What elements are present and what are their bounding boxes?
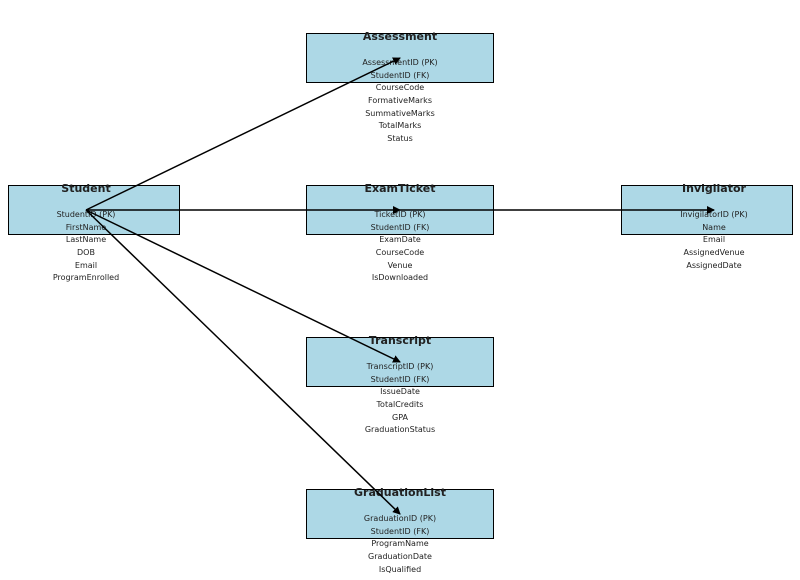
entity-fields-transcript: TranscriptID (PK) StudentID (FK) IssueDate…: [280, 361, 520, 437]
entity-field: FirstName: [65, 222, 107, 232]
entity-field: Email: [702, 235, 726, 245]
entity-field: TranscriptID (PK): [366, 362, 434, 371]
entity-field: GraduationID (PK): [363, 514, 437, 523]
entity-field: GraduationDate: [368, 552, 432, 562]
entity-field: IsDownloaded: [371, 273, 429, 283]
entity-title-transcript: Transcript: [368, 334, 432, 347]
entity-field: ProgramEnrolled: [52, 273, 120, 283]
entity-field: GraduationStatus: [364, 425, 436, 435]
entity-field: IssueDate: [380, 387, 420, 397]
entity-field: TicketID (PK): [374, 210, 426, 219]
entity-field: Venue: [387, 260, 413, 270]
entity-field: StudentID (FK): [370, 374, 430, 384]
entity-field: DOB: [77, 248, 95, 258]
entity-fields-assessment: AssessmentID (PK) StudentID (FK) CourseCod…: [280, 57, 520, 146]
entity-title-assessment: Assessment: [362, 30, 438, 43]
entity-field: IsQualified: [378, 564, 422, 574]
entity-field: CourseCode: [375, 83, 425, 93]
entity-field: ExamDate: [379, 235, 421, 245]
entity-title-examticket: ExamTicket: [364, 182, 436, 195]
entity-title-student: Student: [61, 182, 111, 195]
entity-title-invigilator: Invigilator: [682, 182, 746, 195]
entity-field: SummativeMarks: [365, 108, 435, 118]
entity-title-graduationlist: GraduationList: [353, 486, 446, 499]
entity-field: LastName: [65, 235, 107, 245]
entity-field: StudentID (FK): [370, 526, 430, 536]
entity-fields-graduationlist: GraduationID (PK) StudentID (FK) ProgramNa…: [280, 513, 520, 576]
entity-field: AssignedDate: [686, 260, 742, 270]
entity-field: Status: [387, 134, 413, 144]
entity-field: Name: [702, 222, 726, 232]
entity-field: AssignedVenue: [683, 248, 745, 258]
entity-field: CourseCode: [375, 248, 425, 258]
entity-field: StudentID (FK): [370, 70, 430, 80]
entity-field: FormativeMarks: [368, 96, 432, 106]
entity-field: ProgramName: [371, 539, 429, 549]
entity-field: StudentID (PK): [56, 210, 116, 219]
entity-field: GPA: [392, 412, 408, 422]
entity-field: TotalMarks: [378, 121, 422, 131]
entity-field: AssessmentID (PK): [362, 58, 438, 67]
entity-field: Email: [74, 260, 98, 270]
entity-field: StudentID (FK): [370, 222, 430, 232]
entity-field: InvigilatorID (PK): [680, 210, 748, 219]
entity-field: TotalCredits: [376, 400, 424, 410]
